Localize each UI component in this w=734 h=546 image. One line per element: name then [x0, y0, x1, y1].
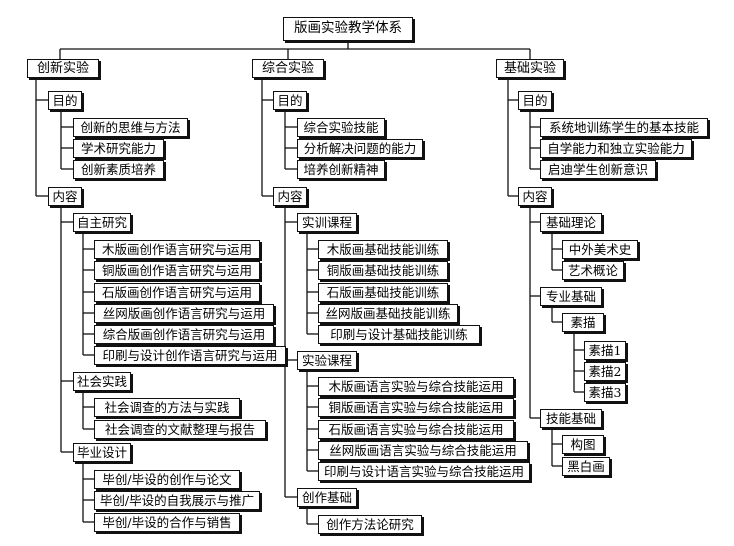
innovation-group-3: 毕业设计	[73, 443, 131, 462]
branch-basic: 基础实验	[496, 59, 564, 78]
comprehensive-group-1-item-2: 铜版画基础技能训练	[318, 261, 448, 280]
branch-innovation: 创新实验	[27, 59, 99, 78]
innovation-group-2-item-2: 社会调查的文献整理与报告	[94, 420, 266, 439]
comprehensive-group-1-item-1: 木版画基础技能训练	[318, 240, 448, 259]
innovation-group-3-item-2: 毕创/毕设的自我展示与推广	[94, 491, 260, 510]
innovation-group-3-item-3: 毕创/毕设的合作与销售	[94, 513, 240, 532]
innovation-group-1-item-3: 石版画创作语言研究与运用	[94, 283, 260, 302]
comprehensive-goal-2: 分析解决问题的能力	[297, 139, 423, 158]
comprehensive-group-2-item-4: 丝网版画语言实验与综合技能运用	[318, 441, 528, 460]
comprehensive-group-2-item-1: 木版画语言实验与综合技能运用	[318, 377, 514, 396]
basic-goal-3: 启迪学生创新意识	[540, 160, 656, 179]
basic-goal-1: 系统地训练学生的基本技能	[540, 118, 708, 137]
comprehensive-group-3-item-1: 创作方法论研究	[318, 515, 422, 534]
comprehensive-content-label: 内容	[273, 187, 307, 206]
innovation-group-1-item-4: 丝网版画创作语言研究与运用	[94, 304, 274, 323]
basic-theory-item-2: 艺术概论	[562, 261, 624, 280]
comprehensive-goal-3: 培养创新精神	[297, 160, 385, 179]
innovation-group-3-item-1: 毕创/毕设的创作与论文	[94, 470, 240, 489]
innovation-goal-2: 学术研究能力	[73, 139, 164, 158]
comprehensive-group-2: 实验课程	[297, 351, 357, 370]
comprehensive-group-1-item-4: 丝网版画基础技能训练	[318, 304, 458, 323]
basic-goal-label: 目的	[518, 91, 552, 110]
basic-theory: 基础理论	[540, 213, 602, 232]
innovation-group-1-item-5: 综合版画创作语言研究与运用	[94, 325, 274, 344]
basic-sketch-item-1: 素描1	[584, 341, 626, 360]
innovation-group-1-item-1: 木版画创作语言研究与运用	[94, 240, 260, 259]
innovation-group-2: 社会实践	[73, 372, 131, 391]
innovation-goal-label: 目的	[48, 91, 82, 110]
comprehensive-goal-label: 目的	[273, 91, 307, 110]
basic-skill-item-1: 构图	[562, 435, 604, 454]
branch-comprehensive: 综合实验	[252, 59, 324, 78]
comprehensive-group-1: 实训课程	[297, 213, 357, 232]
innovation-group-2-item-1: 社会调查的方法与实践	[94, 398, 240, 417]
root-node: 版画实验教学体系	[283, 17, 413, 41]
innovation-group-1: 自主研究	[73, 213, 131, 232]
basic-sketch: 素描	[562, 313, 604, 332]
basic-goal-2: 自学能力和独立实验能力	[540, 139, 692, 158]
basic-pro: 专业基础	[540, 287, 602, 306]
basic-content-label: 内容	[518, 187, 552, 206]
comprehensive-group-2-item-2: 铜版画语言实验与综合技能运用	[318, 398, 514, 417]
comprehensive-goal-1: 综合实验技能	[297, 118, 385, 137]
basic-skill-item-2: 黑白画	[562, 457, 610, 476]
comprehensive-group-1-item-3: 石版画基础技能训练	[318, 283, 448, 302]
innovation-goal-1: 创新的思维与方法	[73, 118, 188, 137]
comprehensive-group-2-item-3: 石版画语言实验与综合技能运用	[318, 420, 514, 439]
innovation-goal-3: 创新素质培养	[73, 160, 164, 179]
comprehensive-group-3: 创作基础	[297, 488, 357, 507]
comprehensive-group-2-item-5: 印刷与设计语言实验与综合技能运用	[318, 462, 530, 481]
innovation-group-1-item-6: 印刷与设计创作语言研究与运用	[94, 346, 286, 365]
innovation-content-label: 内容	[48, 187, 82, 206]
basic-skill: 技能基础	[540, 409, 602, 428]
basic-sketch-item-2: 素描2	[584, 362, 626, 381]
comprehensive-group-1-item-5: 印刷与设计基础技能训练	[318, 325, 480, 344]
basic-sketch-item-3: 素描3	[584, 383, 626, 402]
basic-theory-item-1: 中外美术史	[562, 240, 638, 259]
innovation-group-1-item-2: 铜版画创作语言研究与运用	[94, 261, 260, 280]
